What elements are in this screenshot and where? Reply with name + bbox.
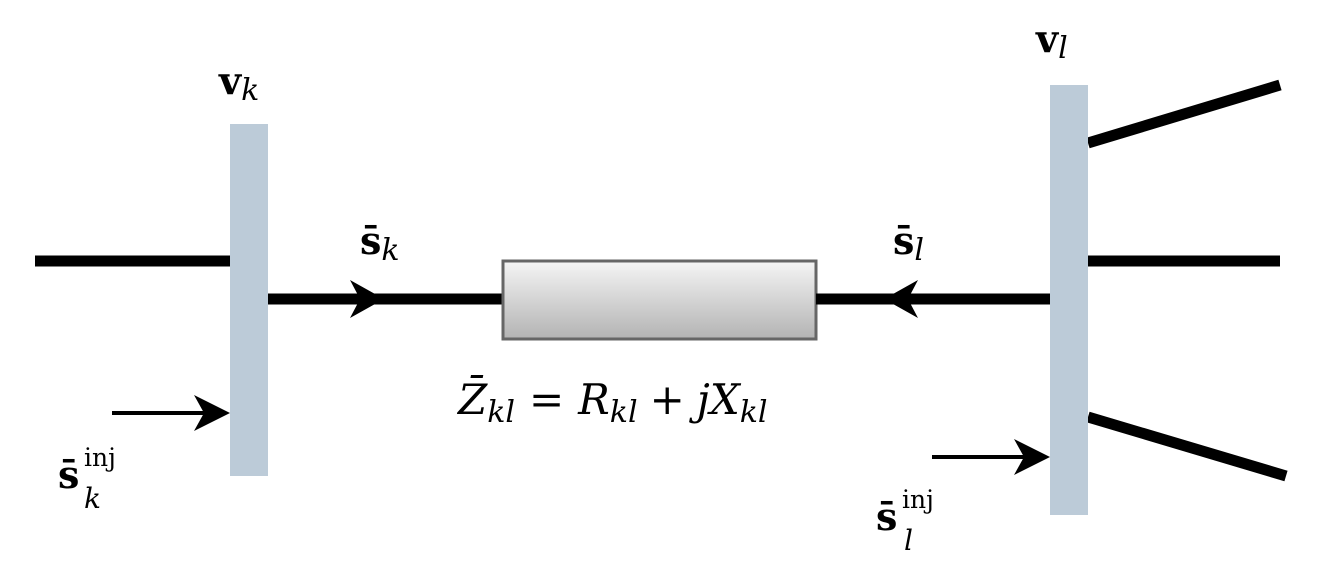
- svg-text:s̄: s̄: [876, 494, 897, 539]
- impedance-equation: Z̄kl=Rkl+jXkl: [456, 373, 768, 430]
- flow-label-l: s̄l: [893, 218, 924, 268]
- flow-label-k: s̄k: [360, 218, 400, 268]
- right-line-upper: [1086, 79, 1282, 149]
- bus-l: [1050, 85, 1088, 515]
- injection-arrow-k: [194, 395, 230, 431]
- right-line-lower: [1086, 411, 1288, 482]
- svg-text:inj: inj: [84, 443, 116, 472]
- impedance-box: [501, 259, 818, 341]
- flow-arrow-l: [884, 280, 918, 318]
- svg-text:k: k: [84, 482, 101, 515]
- svg-text:s̄: s̄: [58, 452, 79, 497]
- injection-arrow-l: [1014, 439, 1050, 475]
- svg-text:inj: inj: [902, 485, 934, 514]
- flow-arrow-k: [350, 280, 384, 318]
- injection-label-l: s̄ inj l: [876, 485, 934, 557]
- injection-label-k: s̄ inj k: [58, 443, 116, 515]
- bus-l-voltage-label: vl: [1035, 16, 1068, 66]
- svg-text:l: l: [904, 524, 913, 557]
- bus-k-voltage-label: vk: [218, 58, 259, 108]
- bus-k: [230, 124, 268, 476]
